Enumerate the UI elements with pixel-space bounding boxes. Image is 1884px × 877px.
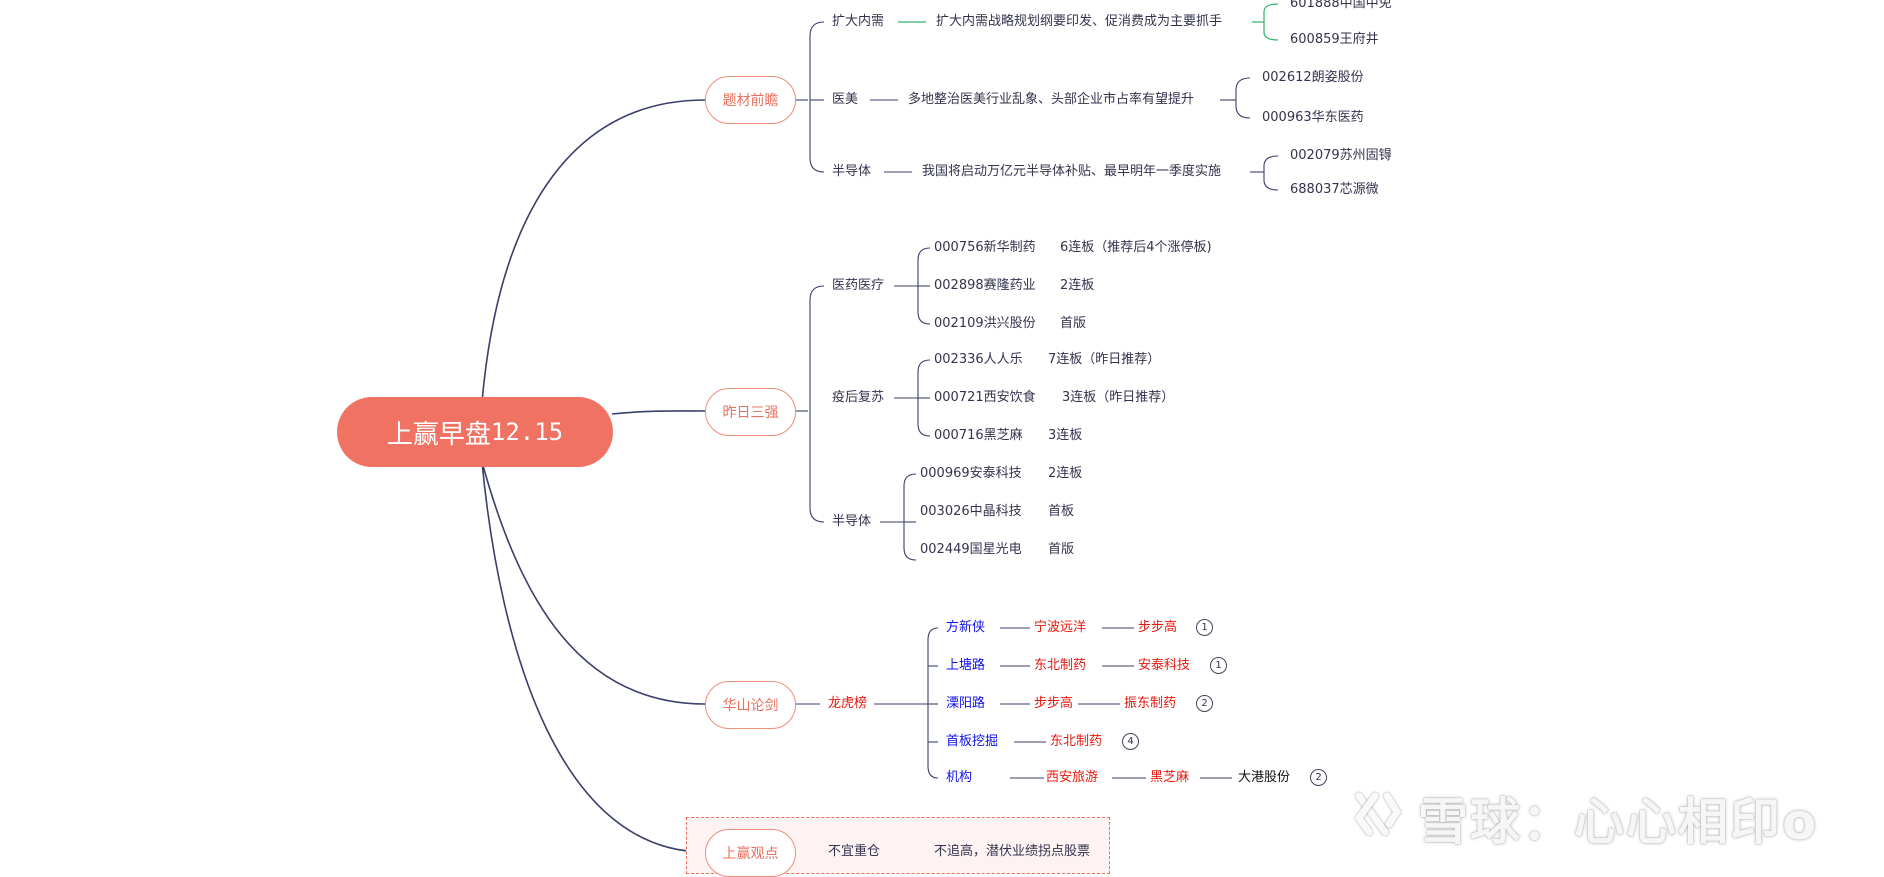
- theme-item-desc: 扩大内需战略规划纲要印发、促消费成为主要抓手: [936, 14, 1223, 29]
- strong-note: 7连板（昨日推荐）: [1048, 352, 1161, 367]
- view-point-a: 不宜重仓: [828, 844, 881, 859]
- theme-stock: 601888中国中免: [1290, 0, 1392, 11]
- strong-stock: 002898赛隆药业: [934, 278, 1036, 293]
- seat-stock: 安泰科技: [1138, 658, 1191, 673]
- seat-stock: 宁波远洋: [1034, 620, 1087, 635]
- strong-note: 2连板: [1048, 466, 1083, 481]
- count-badge: 1: [1210, 657, 1227, 674]
- seat-name: 机构: [946, 770, 973, 785]
- theme-item-name: 半导体: [832, 164, 872, 179]
- seat-stock: 振东制药: [1124, 696, 1177, 711]
- theme-item-name: 医美: [832, 92, 859, 107]
- strong-note: 3连板（昨日推荐）: [1062, 390, 1175, 405]
- seat-name: 上塘路: [946, 658, 986, 673]
- theme-stock: 002612朗姿股份: [1262, 70, 1364, 85]
- connector-root-view: [481, 461, 706, 853]
- count-badge: 1: [1196, 619, 1213, 636]
- connector-root-strong: [611, 410, 706, 415]
- strong-group-name: 医药医疗: [832, 278, 885, 293]
- strong-note: 6连板（推荐后4个涨停板): [1060, 240, 1212, 255]
- seat-stock: 东北制药: [1034, 658, 1087, 673]
- seat-stock: 大港股份: [1238, 770, 1291, 785]
- count-badge: 2: [1310, 769, 1327, 786]
- strong-stock: 003026中晶科技: [920, 504, 1022, 519]
- strong-stock: 002109洪兴股份: [934, 316, 1036, 331]
- strong-note: 首板: [1048, 504, 1075, 519]
- branch-view-label: 上赢观点: [722, 846, 779, 862]
- theme-stock: 600859王府井: [1290, 32, 1379, 47]
- strong-stock: 000716黑芝麻: [934, 428, 1023, 443]
- seat-stock: 步步高: [1138, 620, 1178, 635]
- count-badge: 4: [1122, 733, 1139, 750]
- root-title: 上赢早盘: [386, 419, 491, 450]
- theme-item-desc: 多地整治医美行业乱象、头部企业市占率有望提升: [908, 92, 1195, 107]
- strong-note: 首版: [1048, 542, 1075, 557]
- seat-stock: 东北制药: [1050, 734, 1103, 749]
- root-date: 12.15: [490, 418, 564, 446]
- strong-stock: 002336人人乐: [934, 352, 1023, 367]
- theme-item-desc: 我国将启动万亿元半导体补贴、最早明年一季度实施: [922, 164, 1222, 179]
- view-point-b: 不追高，潜伏业绩拐点股票: [934, 844, 1091, 859]
- branch-huashan[interactable]: 华山论剑: [705, 681, 796, 729]
- strong-stock: 000721西安饮食: [934, 390, 1036, 405]
- huashan-sub: 龙虎榜: [828, 696, 868, 711]
- branch-theme[interactable]: 题材前瞻: [705, 76, 796, 124]
- strong-note: 3连板: [1048, 428, 1083, 443]
- branch-view[interactable]: 上赢观点: [705, 829, 796, 877]
- seat-name: 首板挖掘: [946, 734, 999, 749]
- strong-group-name: 半导体: [832, 514, 872, 529]
- xueqiu-logo-icon: [1354, 792, 1402, 836]
- seat-stock: 西安旅游: [1046, 770, 1099, 785]
- theme-item-name: 扩大内需: [832, 14, 885, 29]
- strong-stock: 000969安泰科技: [920, 466, 1022, 481]
- branch-theme-label: 题材前瞻: [722, 93, 779, 109]
- strong-note: 2连板: [1060, 278, 1095, 293]
- strong-stock: 002449国星光电: [920, 542, 1022, 557]
- seat-name: 方新侠: [946, 620, 986, 635]
- branch-huashan-label: 华山论剑: [722, 698, 779, 714]
- strong-stock: 000756新华制药: [934, 240, 1036, 255]
- connector-root-huashan: [481, 461, 706, 705]
- seat-stock: 黑芝麻: [1150, 770, 1190, 785]
- count-badge: 2: [1196, 695, 1213, 712]
- strong-group-name: 疫后复苏: [832, 390, 885, 405]
- theme-stock: 000963华东医药: [1262, 110, 1364, 125]
- theme-stock: 688037芯源微: [1290, 182, 1379, 197]
- theme-stock: 002079苏州固锝: [1290, 148, 1392, 163]
- seat-stock: 步步高: [1034, 696, 1074, 711]
- branch-strong[interactable]: 昨日三强: [705, 388, 796, 436]
- connector-root-theme: [481, 99, 706, 403]
- watermark-text: 雪球：心心相印o: [1418, 793, 1819, 851]
- strong-note: 首版: [1060, 316, 1087, 331]
- seat-name: 溧阳路: [946, 696, 986, 711]
- branch-strong-label: 昨日三强: [722, 405, 779, 421]
